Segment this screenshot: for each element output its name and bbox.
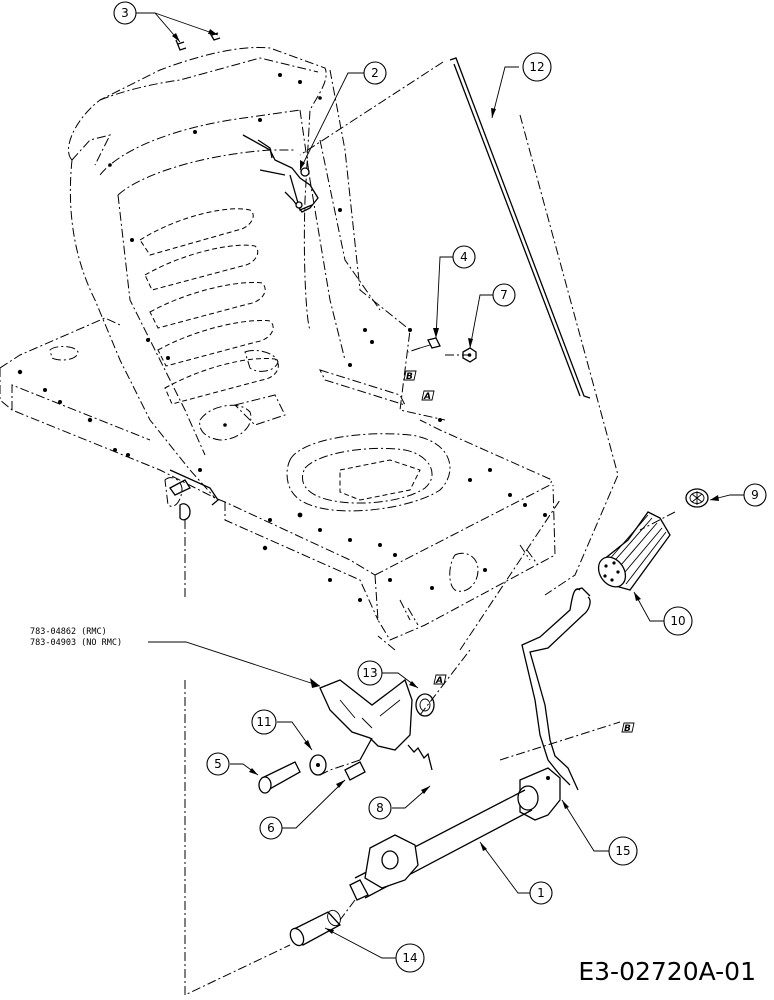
callout-15: 15 (608, 836, 638, 866)
part-1-shaft (349, 789, 533, 901)
part-5-bolt (258, 761, 301, 794)
svg-text:8: 8 (376, 801, 384, 815)
part-15-lever (517, 587, 591, 821)
callout-9: 9 (743, 483, 767, 507)
part-10-handle-grip (597, 511, 671, 591)
part-2-switch-bracket (242, 134, 319, 213)
callout-14: 14 (395, 943, 425, 973)
svg-text:3: 3 (121, 6, 129, 20)
svg-text:15: 15 (615, 844, 630, 858)
callout-10: 10 (663, 606, 693, 636)
svg-text:1: 1 (537, 886, 545, 900)
callout-5: 5 (206, 752, 230, 776)
part-12-rod (449, 57, 591, 399)
part-8-spring (407, 744, 433, 771)
annotation-line-1: 783-04862 (RMC) (30, 627, 107, 637)
ref-mark-b-lower: B (624, 724, 631, 734)
ref-mark-b-upper: B (406, 372, 413, 382)
callout-leaders (136, 12, 744, 959)
annotation-line-2: 783-04903 (NO RMC) (30, 638, 122, 648)
svg-text:12: 12 (529, 60, 544, 74)
frame-holes (17, 73, 547, 602)
drawing-code: E3-02720A-01 (578, 957, 756, 986)
svg-text:13: 13 (362, 666, 377, 680)
callout-3: 3 (113, 1, 137, 25)
svg-text:6: 6 (267, 821, 275, 835)
part-number-annotation: 783-04862 (RMC) 783-04903 (NO RMC) (30, 627, 321, 688)
part-14-bushing (289, 909, 342, 947)
callout-12: 12 (522, 52, 552, 82)
svg-text:11: 11 (256, 715, 271, 729)
part-3-screws (175, 32, 221, 51)
svg-text:9: 9 (751, 488, 759, 502)
svg-text:5: 5 (214, 757, 222, 771)
callout-1: 1 (529, 881, 553, 905)
callout-7: 7 (492, 283, 516, 307)
callout-6: 6 (259, 816, 283, 840)
svg-text:7: 7 (500, 288, 508, 302)
svg-text:14: 14 (402, 951, 417, 965)
callout-8: 8 (368, 796, 392, 820)
svg-text:10: 10 (670, 614, 685, 628)
part-13-bracket-assembly (319, 678, 435, 761)
svg-text:4: 4 (460, 250, 468, 264)
part-6-spacer (344, 761, 366, 781)
callout-2: 2 (363, 61, 387, 85)
frame-assembly (0, 46, 556, 641)
svg-text:2: 2 (371, 66, 379, 80)
callout-4: 4 (452, 245, 476, 269)
callout-bubbles: 3 2 12 4 7 9 10 13 11 5 8 6 15 1 14 (113, 1, 767, 973)
ref-mark-a-lower: A (435, 676, 443, 686)
ref-mark-a-upper: A (423, 392, 431, 402)
callout-11: 11 (251, 709, 277, 735)
part-4-bolt (419, 337, 441, 349)
callout-13: 13 (357, 660, 383, 686)
part-11-washer (309, 754, 327, 776)
assembly-centerlines (184, 61, 676, 996)
reference-marks: B A A B (403, 370, 635, 734)
part-9-end-cap (685, 488, 709, 508)
